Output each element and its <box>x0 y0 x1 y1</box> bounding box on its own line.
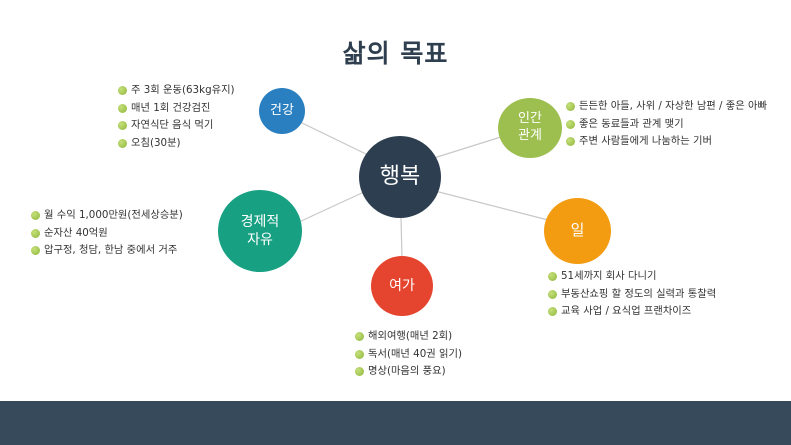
list-item: 압구정, 청담, 한남 중에서 거주 <box>31 242 183 260</box>
connector-relationships <box>433 135 505 159</box>
financial-freedom-goals-list: 월 수익 1,000만원(전세상승분) 순자산 40억원 압구정, 청담, 한남… <box>31 207 183 260</box>
financial-freedom-label-line1: 경제적 <box>240 213 280 230</box>
list-item: 독서(매년 40권 읽기) <box>355 346 462 364</box>
center-node-happiness: 행복 <box>359 136 441 218</box>
leisure-goal-3: 명상(마음의 풍요) <box>368 365 446 378</box>
list-item: 좋은 동료들과 관계 맺기 <box>566 116 767 134</box>
health-goal-4: 오침(30분) <box>131 136 181 149</box>
work-goal-1: 51세까지 회사 다니기 <box>561 270 657 282</box>
work-goal-3: 교육 사업 / 요식업 프랜차이즈 <box>561 305 692 318</box>
bullet-icon <box>31 211 40 220</box>
bullet-icon <box>31 228 40 238</box>
node-relationships: 인간 관계 <box>498 98 562 158</box>
list-item: 순자산 40억원 <box>31 225 183 243</box>
bullet-icon <box>355 349 364 359</box>
bullet-icon <box>118 138 127 148</box>
financial-goal-3: 압구정, 청담, 한남 중에서 거주 <box>44 244 178 257</box>
node-leisure: 여가 <box>371 256 433 316</box>
list-item: 주변 사람들에게 나눔하는 기버 <box>566 133 767 151</box>
relationships-label-line1: 인간 <box>518 111 542 127</box>
health-label: 건강 <box>270 102 294 118</box>
list-item: 명상(마음의 풍요) <box>355 363 462 381</box>
node-work: 일 <box>544 198 611 264</box>
bullet-icon <box>118 121 127 131</box>
relationships-goal-2: 좋은 동료들과 관계 맺기 <box>579 117 684 130</box>
financial-freedom-label-line2: 자유 <box>247 232 273 248</box>
work-label: 일 <box>570 221 585 240</box>
health-goal-1: 주 3회 운동(63kg유지) <box>131 84 235 96</box>
bullet-icon <box>118 86 127 95</box>
node-health: 건강 <box>259 88 305 134</box>
connector-leisure <box>400 217 403 259</box>
list-item: 부동산쇼핑 할 정도의 실력과 통찰력 <box>548 286 716 304</box>
bullet-icon <box>355 332 364 341</box>
bullet-icon <box>566 137 575 147</box>
bullet-icon <box>548 289 557 299</box>
leisure-label: 여가 <box>389 277 415 294</box>
relationships-goal-3: 주변 사람들에게 나눔하는 기버 <box>579 135 712 148</box>
connector-work <box>434 190 549 221</box>
list-item: 월 수익 1,000만원(전세상승분) <box>31 207 183 225</box>
health-goals-list: 주 3회 운동(63kg유지) 매년 1회 건강검진 자연식단 음식 먹기 오침… <box>118 82 235 152</box>
list-item: 주 3회 운동(63kg유지) <box>118 82 235 100</box>
list-item: 교육 사업 / 요식업 프랜차이즈 <box>548 303 716 321</box>
bullet-icon <box>31 246 40 256</box>
bullet-icon <box>548 307 557 317</box>
health-goal-2: 매년 1회 건강검진 <box>131 101 211 114</box>
leisure-goal-1: 해외여행(매년 2회) <box>368 330 453 342</box>
bullet-icon <box>355 367 364 377</box>
health-goal-3: 자연식단 음식 먹기 <box>131 119 214 132</box>
center-label: 행복 <box>379 163 421 189</box>
bullet-icon <box>548 272 557 281</box>
bullet-icon <box>566 119 575 129</box>
list-item: 해외여행(매년 2회) <box>355 328 462 346</box>
financial-goal-2: 순자산 40억원 <box>44 226 108 239</box>
node-financial-freedom: 경제적 자유 <box>218 190 302 272</box>
footer-bar <box>0 401 791 445</box>
financial-goal-1: 월 수익 1,000만원(전세상승분) <box>44 209 183 221</box>
page-title: 삶의 목표 <box>342 39 449 68</box>
bullet-icon <box>118 103 127 113</box>
connector-financial-freedom <box>298 191 365 223</box>
relationships-label-line2: 관계 <box>518 128 542 143</box>
leisure-goal-2: 독서(매년 40권 읽기) <box>368 347 462 360</box>
work-goals-list: 51세까지 회사 다니기 부동산쇼핑 할 정도의 실력과 통찰력 교육 사업 /… <box>548 268 716 321</box>
list-item: 오침(30분) <box>118 135 235 153</box>
list-item: 51세까지 회사 다니기 <box>548 268 716 286</box>
connector-health <box>299 121 369 156</box>
list-item: 자연식단 음식 먹기 <box>118 117 235 135</box>
leisure-goals-list: 해외여행(매년 2회) 독서(매년 40권 읽기) 명상(마음의 풍요) <box>355 328 462 381</box>
relationships-goals-list: 든든한 아들, 사위 / 자상한 남편 / 좋은 아빠 좋은 동료들과 관계 맺… <box>566 98 767 151</box>
financial-freedom-label: 경제적 자유 <box>241 213 280 249</box>
list-item: 든든한 아들, 사위 / 자상한 남편 / 좋은 아빠 <box>566 98 767 116</box>
relationships-goal-1: 든든한 아들, 사위 / 자상한 남편 / 좋은 아빠 <box>579 100 767 112</box>
bullet-icon <box>566 102 575 111</box>
list-item: 매년 1회 건강검진 <box>118 100 235 118</box>
work-goal-2: 부동산쇼핑 할 정도의 실력과 통찰력 <box>561 287 717 300</box>
relationships-label: 인간 관계 <box>518 111 542 145</box>
